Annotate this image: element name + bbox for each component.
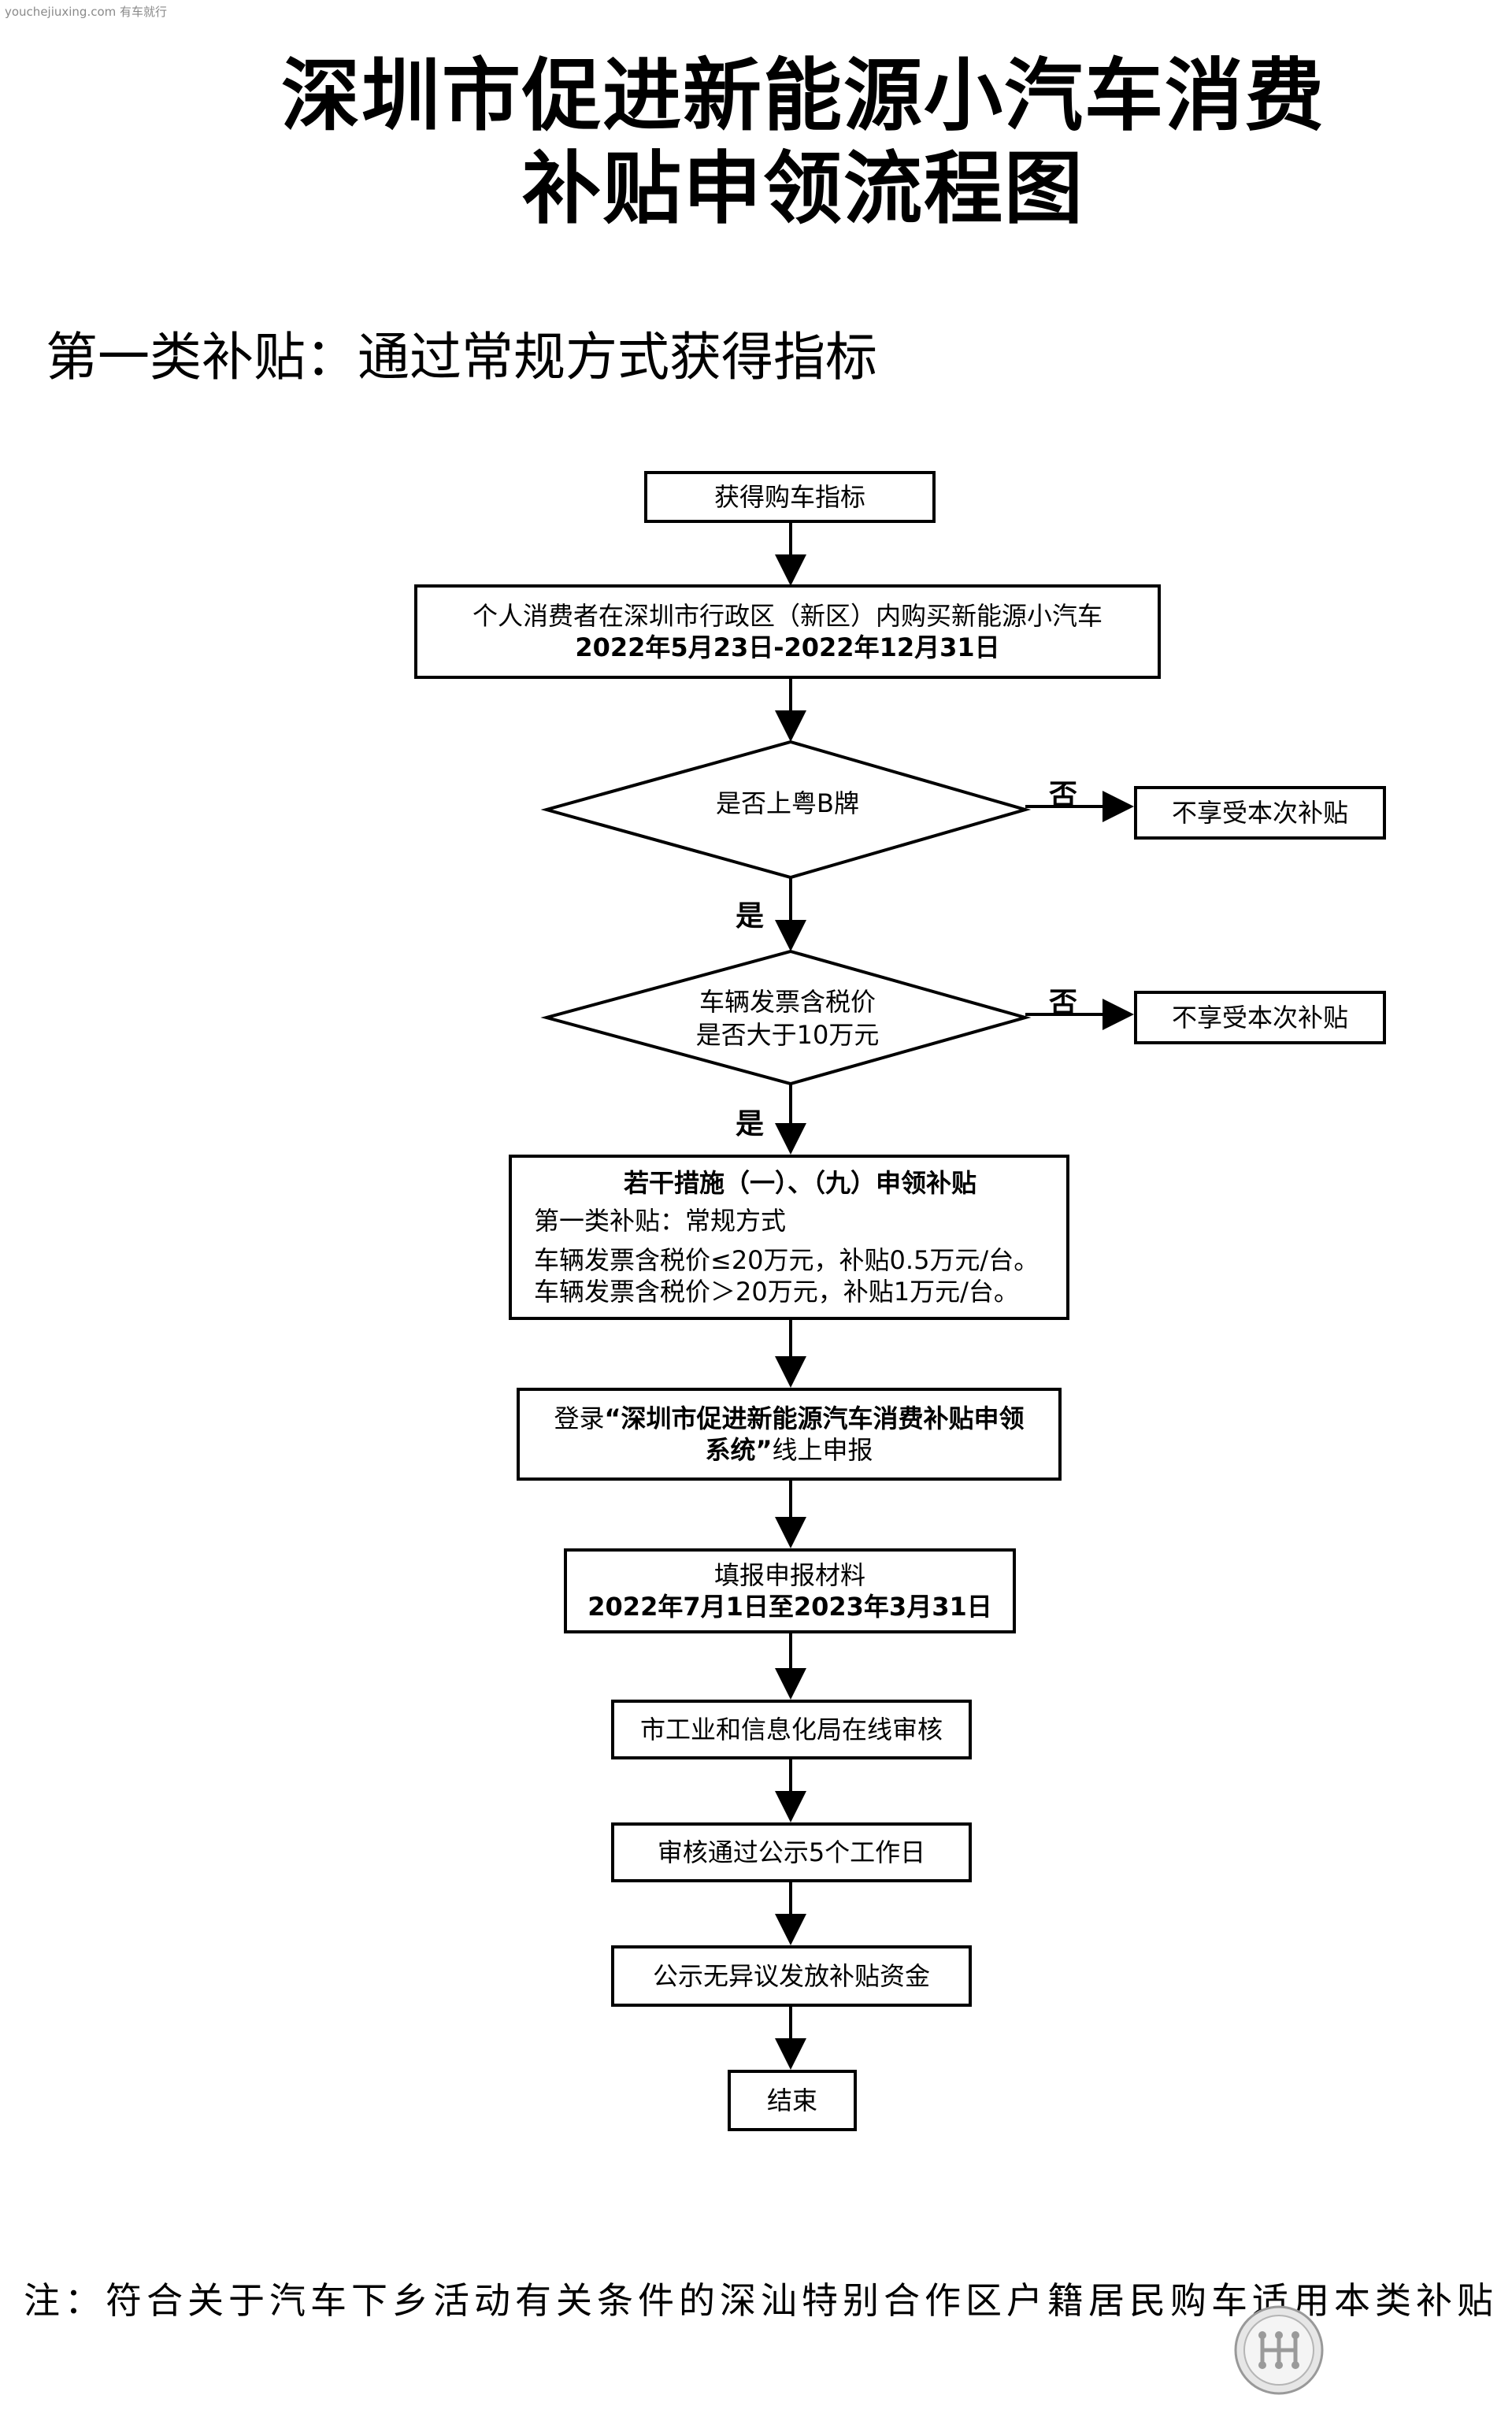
publicity-node-text: 审核通过公示5个工作日 xyxy=(657,1837,926,1867)
decision1-no-label: 否 xyxy=(1049,779,1078,811)
fill-node-text: 填报申报材料 xyxy=(713,1560,865,1590)
end-node: 结束 xyxy=(728,2070,857,2131)
purchase-node-dates: 2022年5月23日-2022年12月31日 xyxy=(575,632,1000,662)
decision2-no-label: 否 xyxy=(1049,987,1078,1019)
measures-node: 若干措施（一）、（九）申领补贴 第一类补贴：常规方式 车辆发票含税价≤20万元，… xyxy=(509,1155,1069,1320)
login-line1: 登录“深圳市促进新能源汽车消费补贴申领 xyxy=(554,1403,1024,1434)
page-title-line2: 补贴申领流程图 xyxy=(522,142,1084,235)
no-subsidy-1-text: 不享受本次补贴 xyxy=(1171,798,1348,828)
gear-shift-logo-icon xyxy=(1234,2305,1324,2395)
fill-node-dates: 2022年7月1日至2023年3月31日 xyxy=(587,1592,992,1622)
review-node-text: 市工业和信息化局在线审核 xyxy=(639,1715,943,1744)
login-node: 登录“深圳市促进新能源汽车消费补贴申领 系统”线上申报 xyxy=(517,1388,1062,1481)
login-line2: 系统”线上申报 xyxy=(705,1434,873,1466)
measures-line1: 第一类补贴：常规方式 xyxy=(534,1206,787,1236)
start-node-text: 获得购车指标 xyxy=(713,482,865,512)
purchase-node-text: 个人消费者在深圳市行政区（新区）内购买新能源小汽车 xyxy=(472,601,1102,631)
login-prefix: 登录 xyxy=(554,1403,605,1433)
decision2-yes-label: 是 xyxy=(736,1108,765,1140)
page-title-line1: 深圳市促进新能源小汽车消费 xyxy=(281,49,1325,142)
decision2-text: 车辆发票含税价 是否大于10万元 xyxy=(646,986,929,1051)
decision1-yes-label: 是 xyxy=(736,900,765,932)
start-node: 获得购车指标 xyxy=(644,471,936,523)
decision1-text: 是否上粤B牌 xyxy=(716,788,859,818)
fund-node-text: 公示无异议发放补贴资金 xyxy=(652,1961,930,1991)
no-subsidy-2-text: 不享受本次补贴 xyxy=(1171,1003,1348,1033)
end-node-text: 结束 xyxy=(766,2086,817,2115)
decision2-diamond xyxy=(540,949,1032,1086)
footnote: 注：符合关于汽车下乡活动有关条件的深汕特别合作区户籍居民购车适用本类补贴 xyxy=(24,2279,1498,2322)
decision1-diamond xyxy=(540,740,1032,880)
purchase-node: 个人消费者在深圳市行政区（新区）内购买新能源小汽车 2022年5月23日-202… xyxy=(414,584,1161,679)
fund-node: 公示无异议发放补贴资金 xyxy=(611,1945,972,2007)
login-system-name-part2: 系统” xyxy=(705,1435,773,1465)
login-system-name-part1: “深圳市促进新能源汽车消费补贴申领 xyxy=(604,1403,1025,1433)
no-subsidy-node-1: 不享受本次补贴 xyxy=(1134,786,1386,840)
watermark-text: youchejiuxing.com 有车就行 xyxy=(5,5,168,19)
decision2-line2: 是否大于10万元 xyxy=(695,1019,880,1050)
review-node: 市工业和信息化局在线审核 xyxy=(611,1700,972,1759)
fill-node: 填报申报材料 2022年7月1日至2023年3月31日 xyxy=(564,1548,1016,1633)
measures-line2: 车辆发票含税价≤20万元，补贴0.5万元/台。 xyxy=(534,1245,1040,1275)
login-suffix: 线上申报 xyxy=(772,1435,873,1465)
section-title: 第一类补贴：通过常规方式获得指标 xyxy=(46,327,877,387)
publicity-node: 审核通过公示5个工作日 xyxy=(611,1822,972,1882)
decision2-line1: 车辆发票含税价 xyxy=(699,987,876,1017)
measures-heading: 若干措施（一）、（九）申领补贴 xyxy=(623,1168,976,1198)
no-subsidy-node-2: 不享受本次补贴 xyxy=(1134,991,1386,1044)
measures-line3: 车辆发票含税价＞20万元，补贴1万元/台。 xyxy=(534,1277,1019,1307)
